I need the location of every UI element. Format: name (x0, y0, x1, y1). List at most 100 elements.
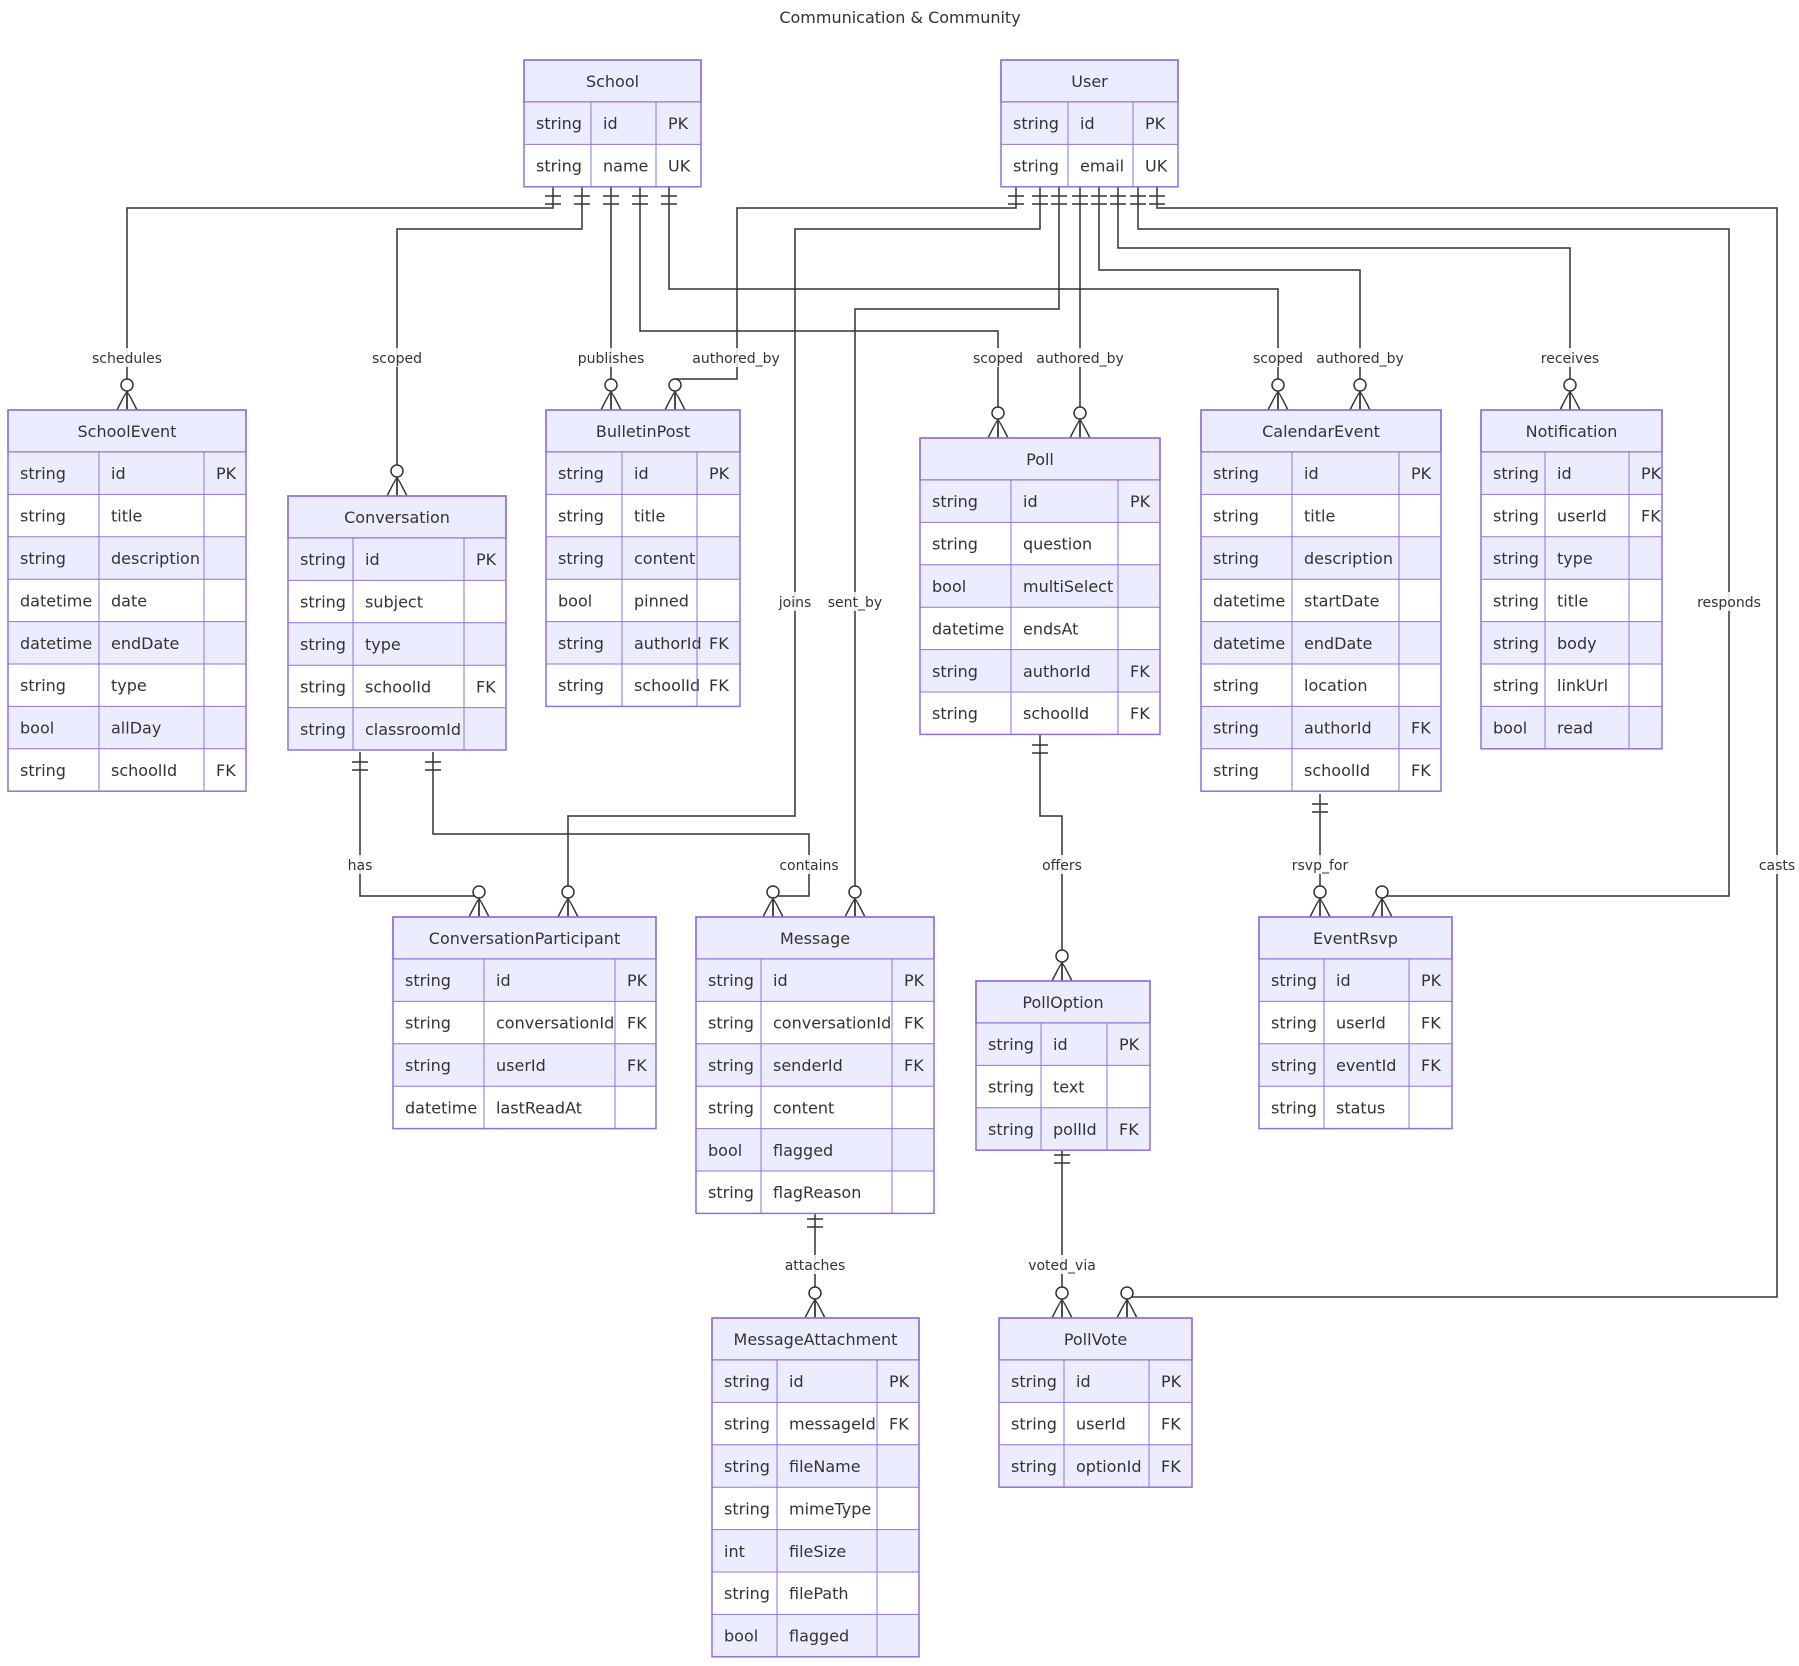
attribute-key: FK (709, 634, 729, 653)
attribute-type: string (300, 677, 346, 696)
attribute-type: string (724, 1415, 770, 1434)
attribute-row (1259, 1043, 1452, 1087)
cardinality-many-mark (396, 477, 408, 497)
attribute-row (8, 621, 246, 664)
attribute-row (393, 1043, 656, 1087)
attribute-key: FK (1161, 1457, 1181, 1476)
attribute-row (1259, 1001, 1452, 1044)
attribute-row (1259, 1086, 1452, 1129)
attribute-key: UK (1145, 157, 1168, 176)
cardinality-many-mark (1126, 1299, 1138, 1319)
attribute-row (8, 452, 246, 495)
attribute-row (1001, 144, 1178, 187)
attribute-type: int (724, 1542, 745, 1561)
attribute-type: string (558, 676, 604, 695)
attribute-key: FK (1119, 1120, 1139, 1139)
attribute-row (696, 1171, 934, 1214)
attribute-type: string (300, 593, 346, 612)
relationship-label: has (348, 858, 373, 874)
attribute-key: FK (709, 676, 729, 695)
relationship-label-background (823, 592, 887, 611)
cardinality-many-mark (1079, 419, 1091, 439)
attribute-name: email (1080, 157, 1124, 176)
attribute-key: PK (889, 1372, 910, 1391)
attribute-name: schoolId (1304, 761, 1370, 780)
attribute-name: lastReadAt (496, 1098, 582, 1117)
attribute-name: id (603, 114, 618, 133)
entity-border (1200, 409, 1442, 792)
attribute-name: userId (1336, 1014, 1386, 1033)
attribute-type: datetime (20, 634, 92, 653)
entity-name: MessageAttachment (734, 1330, 898, 1349)
attribute-name: endDate (111, 634, 179, 653)
attribute-type: string (300, 720, 346, 739)
cardinality-zero-mark (991, 406, 1005, 420)
attribute-key: PK (1641, 464, 1662, 483)
attribute-type: string (724, 1499, 770, 1518)
attribute-key: FK (1421, 1056, 1441, 1075)
attribute-row (1481, 536, 1662, 580)
attribute-key: PK (1421, 971, 1442, 990)
cardinality-many-mark (1359, 391, 1371, 411)
attribute-type: string (1213, 761, 1259, 780)
attribute-name: pollId (1053, 1120, 1097, 1139)
attribute-type: string (558, 464, 604, 483)
entity-header (998, 1317, 1193, 1361)
relationship-user-authored-bulletin (664, 186, 1024, 411)
entity-border (7, 409, 247, 792)
relationship-label: authored_by (692, 351, 780, 367)
cardinality-many-mark (1371, 898, 1383, 918)
relationship-user-joins (557, 186, 1048, 918)
attribute-row (976, 1023, 1150, 1066)
cardinality-many-mark (1116, 1299, 1128, 1319)
relationship-school-schedules (116, 186, 561, 411)
attribute-row (999, 1402, 1192, 1445)
cardinality-zero-mark (1313, 885, 1327, 899)
attribute-name: title (634, 507, 665, 526)
cardinality-many-mark (664, 391, 676, 411)
relationship-label-background (369, 348, 425, 367)
cardinality-many-mark (116, 391, 128, 411)
attribute-type: string (724, 1584, 770, 1603)
relationship-line (567, 186, 1041, 917)
cardinality-zero-mark (120, 378, 134, 392)
attribute-name: subject (365, 593, 423, 612)
attribute-row (976, 1107, 1150, 1151)
attribute-name: id (1053, 1035, 1068, 1054)
attribute-key: FK (216, 761, 236, 780)
relationship-label-user-authored-calendar: authored_by (1311, 348, 1409, 367)
attribute-key: FK (904, 1014, 924, 1033)
relationship-label: voted_via (1028, 1258, 1096, 1274)
attribute-type: datetime (1213, 634, 1285, 653)
attribute-type: string (932, 704, 978, 723)
attribute-row (1201, 748, 1441, 792)
attribute-row (712, 1529, 919, 1572)
attribute-type: string (1213, 719, 1259, 738)
attribute-name: filePath (789, 1584, 849, 1603)
relationship-label-background (970, 348, 1026, 367)
attribute-key: UK (668, 157, 691, 176)
cardinality-many-mark (1051, 1299, 1063, 1319)
attribute-type: string (724, 1372, 770, 1391)
attribute-key: FK (1421, 1014, 1441, 1033)
attribute-type: string (1271, 1014, 1317, 1033)
relationship-user-casts (1116, 186, 1778, 1319)
attribute-name: read (1557, 719, 1593, 738)
relationship-label-school-publishes: publishes (571, 348, 651, 367)
attribute-type: string (724, 1457, 770, 1476)
attribute-row (546, 579, 740, 622)
cardinality-many-mark (1061, 1299, 1073, 1319)
cardinality-many-mark (844, 898, 856, 918)
cardinality-many-mark (1569, 391, 1581, 411)
attribute-type: string (300, 550, 346, 569)
attribute-row (696, 1086, 934, 1129)
relationship-label-polloption-voted-via: voted_via (1022, 1255, 1102, 1274)
relationship-conversation-has (352, 752, 490, 918)
attribute-name: type (1557, 549, 1593, 568)
cardinality-zero-mark (390, 464, 404, 478)
relationship-label-user-casts: casts (1753, 855, 1799, 874)
cardinality-many-mark (762, 898, 774, 918)
